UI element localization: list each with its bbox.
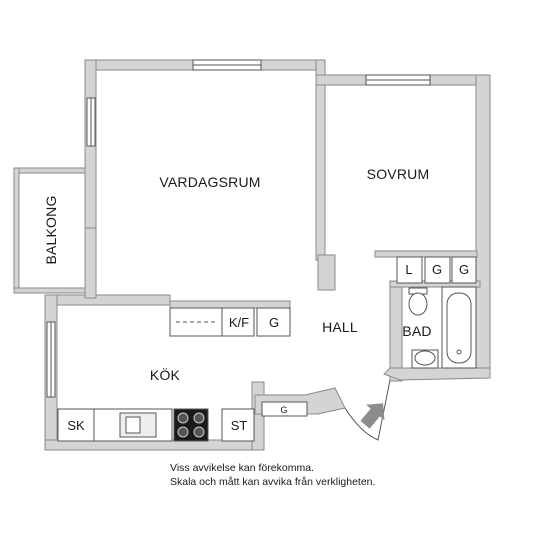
- entrance-door: [344, 379, 391, 441]
- sink-basin: [125, 416, 141, 434]
- fixture-label-g-kitchen: G: [269, 315, 279, 330]
- closets: [396, 256, 477, 284]
- bathtub-inner: [446, 292, 472, 364]
- bathtub-drain: [456, 349, 462, 355]
- stove: [173, 408, 209, 442]
- room-label-hall: HALL: [322, 319, 358, 335]
- cabinet-g-hall: [261, 401, 308, 417]
- closet-g-2: [451, 256, 477, 284]
- wall-partition-stub: [317, 254, 336, 291]
- wall-bottom-right: [383, 367, 491, 381]
- wall-closet-top: [374, 250, 478, 258]
- disclaimer-line-1: Viss avvikelse kan förekomma.: [170, 462, 314, 474]
- kitchen-fixtures: [57, 307, 308, 442]
- balcony-rail-left: [13, 167, 20, 294]
- fixture-label-sk: SK: [67, 418, 85, 433]
- wall-bath-left: [389, 282, 403, 382]
- fridge-kf: [221, 307, 255, 337]
- stove-burner-3: [177, 426, 189, 438]
- balcony: BALKONG: [13, 167, 86, 294]
- room-label-balkong: BALKONG: [43, 195, 59, 264]
- balcony-rail-top: [13, 167, 86, 174]
- stove-burner-1: [177, 412, 189, 424]
- wall-kitchen-divider: [169, 300, 291, 309]
- disclaimer-line-2: Skala och mått kan avvika från verklighe…: [170, 476, 376, 488]
- walls: [44, 59, 491, 451]
- wall-living-bedroom: [315, 59, 326, 261]
- stove-burner-4: [193, 426, 205, 438]
- windows: [46, 59, 431, 398]
- room-label-bad: BAD: [402, 323, 431, 339]
- wall-living-kitchen: [44, 294, 171, 306]
- wall-balcony-stub: [84, 227, 97, 299]
- balcony-rail-bottom: [13, 287, 86, 294]
- room-label-vardagsrum: VARDAGSRUM: [159, 174, 260, 190]
- cabinet-g-kitchen: [256, 307, 291, 337]
- cabinet-st: [221, 408, 255, 442]
- fixture-label-l: L: [405, 262, 412, 277]
- wall-outer-right: [475, 74, 491, 379]
- disclaimer: Viss avvikelse kan förekomma. Skala och …: [170, 461, 470, 489]
- bath-fixtures: [408, 286, 477, 369]
- closet-l: [396, 256, 423, 284]
- fixture-label-g-closet-1: G: [432, 262, 442, 277]
- fixture-label-st: ST: [231, 418, 248, 433]
- sink-bath-basin: [414, 350, 436, 366]
- fixture-label-g-hall: G: [280, 405, 287, 415]
- toilet-bowl: [408, 292, 428, 316]
- entrance-arrow-icon: [360, 403, 385, 429]
- fixture-label-kf: K/F: [229, 315, 249, 330]
- room-label-kok: KÖK: [150, 366, 181, 383]
- stove-burner-2: [193, 412, 205, 424]
- cabinet-sk: [57, 408, 95, 442]
- room-label-sovrum: SOVRUM: [367, 166, 430, 182]
- fixture-label-g-closet-2: G: [459, 262, 469, 277]
- closet-g-1: [424, 256, 451, 284]
